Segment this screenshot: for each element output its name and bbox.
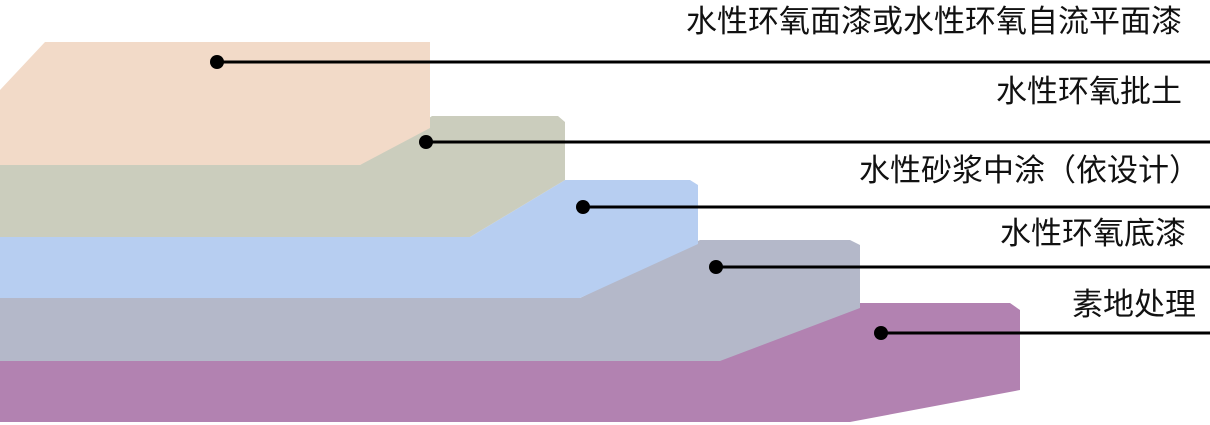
label-putty: 水性环氧批土 bbox=[996, 74, 1182, 110]
label-mortar: 水性砂浆中涂（依设计） bbox=[859, 153, 1200, 189]
layer-primer-shape bbox=[0, 240, 860, 361]
label-top: 水性环氧面漆或水性环氧自流平面漆 bbox=[686, 4, 1182, 40]
leader-dot-primer bbox=[709, 260, 723, 274]
leader-dot-top bbox=[210, 55, 224, 69]
layer-mortar-shape bbox=[0, 180, 698, 298]
leader-dot-putty bbox=[419, 135, 433, 149]
label-primer: 水性环氧底漆 bbox=[1000, 216, 1186, 252]
label-base: 素地处理 bbox=[1072, 287, 1196, 323]
leader-dot-mortar bbox=[576, 200, 590, 214]
leader-dot-base bbox=[874, 326, 888, 340]
layer-top-shape bbox=[0, 42, 430, 165]
layer-base-shape bbox=[0, 303, 1020, 422]
